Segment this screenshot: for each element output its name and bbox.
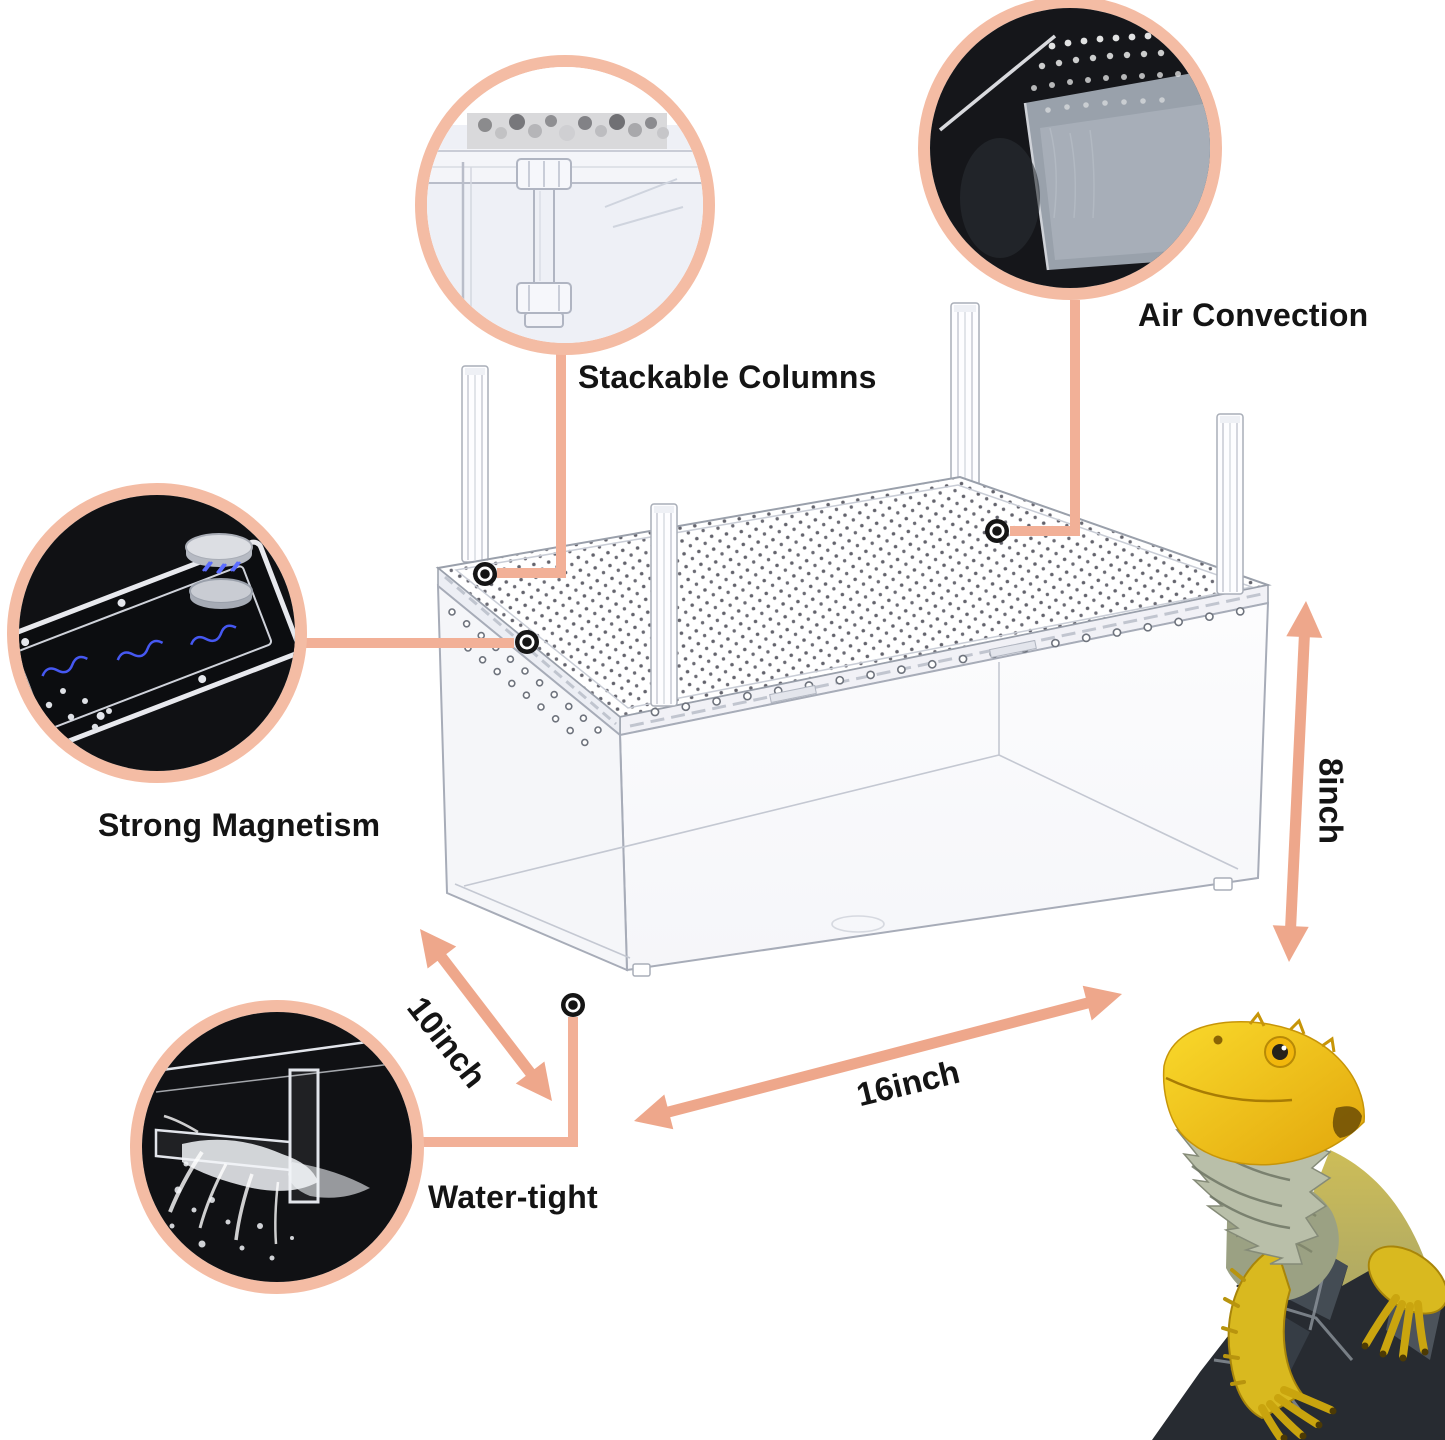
stackable-columns-label: Stackable Columns — [578, 359, 877, 395]
stack-column-rear-right — [950, 302, 980, 494]
magnet-discs — [185, 533, 253, 609]
callout-leaders — [304, 300, 1080, 1147]
stack-column-rear-left — [461, 365, 489, 563]
strong-magnetism-label: Strong Magnetism — [98, 807, 381, 843]
dragon-left-leg — [1221, 1244, 1337, 1440]
connector-dot — [561, 993, 585, 1017]
gravel — [467, 113, 669, 149]
box-foot — [1213, 877, 1233, 891]
dimension-arrows — [420, 601, 1323, 1130]
water-tight-label: Water-tight — [428, 1179, 598, 1215]
stack-column-front-right — [1216, 413, 1244, 595]
box-foot — [632, 963, 651, 977]
dragon-ear — [1332, 1106, 1362, 1138]
vent-dots — [45, 688, 112, 731]
air-convection-label: Air Convection — [1138, 297, 1369, 333]
connector-dots — [473, 519, 1009, 1017]
vent-hole-dots — [1031, 32, 1184, 113]
stackable-columns-photo — [415, 55, 715, 355]
connector-dot — [515, 630, 539, 654]
stacking-column-closeup — [516, 158, 572, 328]
connector-dot — [985, 519, 1009, 543]
water-tight-photo — [130, 1000, 424, 1294]
bearded-dragon-image — [1152, 1011, 1445, 1440]
dragon-nostril — [1213, 1035, 1223, 1045]
height-dimension-label: 8inch — [1312, 757, 1350, 845]
dragon-right-leg — [1361, 1245, 1445, 1362]
water-splash — [142, 1114, 370, 1261]
connector-dot — [473, 562, 497, 586]
stack-column-front-left — [650, 503, 678, 707]
dragon-head — [1162, 1011, 1365, 1166]
air-convection-photo — [918, 0, 1222, 300]
strong-magnetism-photo — [7, 483, 307, 783]
side-vent-holes — [448, 608, 602, 747]
